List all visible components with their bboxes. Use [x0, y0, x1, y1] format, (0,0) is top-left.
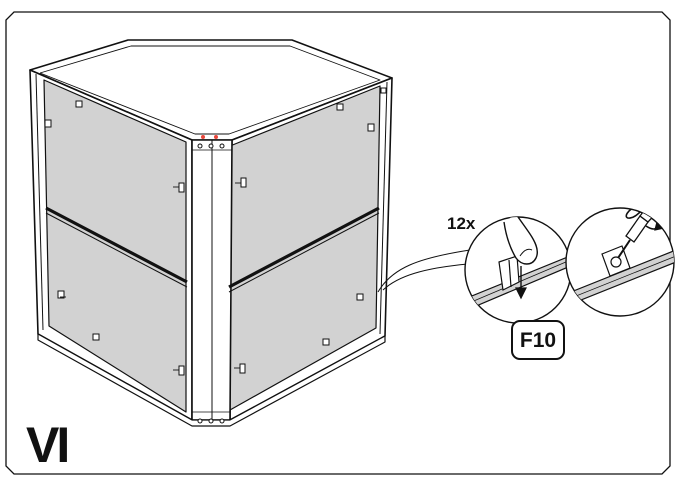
right-panel-joint-shadow	[228, 212, 380, 293]
part-code-badge: F10	[511, 320, 565, 360]
detail-leader-2	[382, 263, 469, 291]
page-frame	[5, 11, 671, 475]
red-marker	[201, 135, 205, 139]
left-edge-inner	[35, 73, 44, 331]
bracket-icon	[44, 87, 387, 376]
step-label: VI	[26, 417, 70, 473]
right-panel-joint	[228, 206, 380, 289]
cabinet	[29, 39, 393, 427]
left-panel-joint-shadow	[45, 212, 188, 288]
red-marker	[214, 135, 218, 139]
detail-screw	[565, 207, 675, 317]
bracket-icon	[498, 255, 520, 291]
detail-press	[464, 216, 572, 324]
bracket-arrows	[60, 182, 241, 371]
finger-press-icon	[503, 217, 539, 265]
cabinet-top-inner	[39, 45, 381, 135]
detail-leader	[377, 249, 471, 293]
quantity-label: 12x	[447, 214, 476, 233]
left-panel-joint	[45, 206, 188, 284]
post-screws	[197, 143, 225, 424]
cabinet-base	[37, 333, 386, 427]
right-edge-inner	[379, 81, 388, 335]
